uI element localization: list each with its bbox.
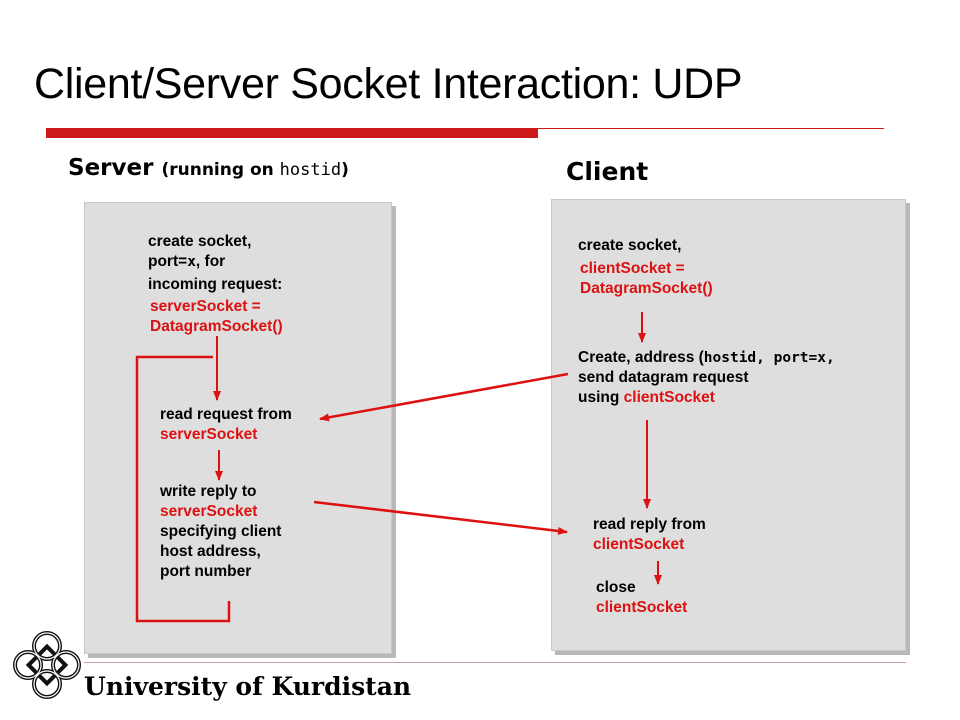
- client-send-datagram: Create, address (hostid, port=x, send da…: [578, 349, 835, 406]
- server-heading-label: Server: [68, 155, 154, 181]
- title-underline-thin: [538, 128, 884, 129]
- server-read-request: read request from serverSocket: [160, 406, 292, 443]
- server-write-reply: write reply to serverSocket specifying c…: [160, 483, 282, 580]
- slide-title: Client/Server Socket Interaction: UDP: [34, 60, 743, 108]
- title-underline-thick: [46, 128, 538, 138]
- client-panel: [551, 199, 906, 651]
- footer-rule: [84, 662, 906, 663]
- server-panel: [84, 202, 392, 654]
- client-close: close clientSocket: [596, 579, 688, 616]
- server-create-socket-text: create socket, port=x, for incoming requ…: [148, 233, 283, 293]
- client-create-socket: create socket, clientSocket = DatagramSo…: [578, 237, 713, 297]
- university-logo-icon: [13, 631, 81, 699]
- server-create-socket-code: serverSocket = DatagramSocket(): [150, 298, 283, 335]
- server-heading: Server (running on hostid): [68, 155, 349, 181]
- university-name: University of Kurdistan: [84, 672, 412, 701]
- client-read-reply: read reply from clientSocket: [593, 516, 706, 553]
- server-heading-paren: (running on hostid): [161, 160, 349, 180]
- client-heading: Client: [566, 157, 649, 186]
